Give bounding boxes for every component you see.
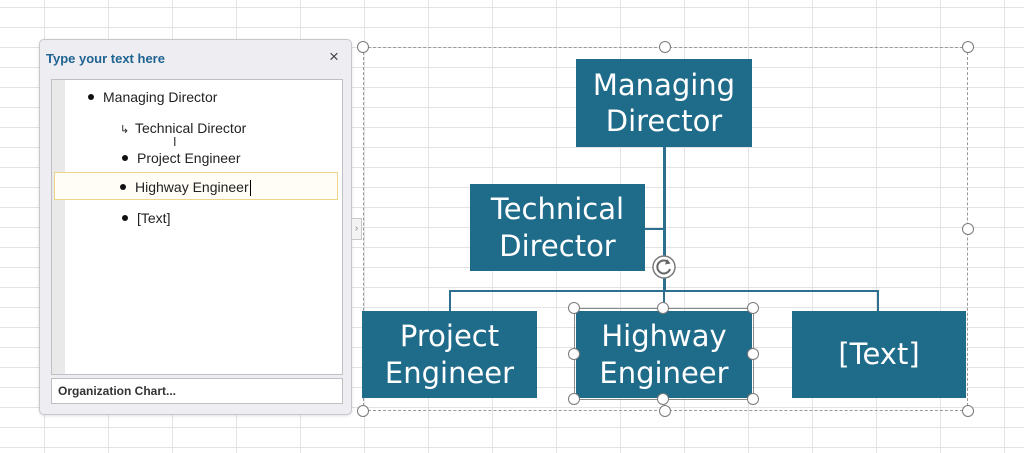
list-item-highway-engineer[interactable]: Highway Engineer <box>54 172 338 200</box>
box-technical-director[interactable]: Technical Director <box>470 184 645 271</box>
bullet-icon <box>122 155 128 162</box>
box-label-line: Engineer <box>599 355 729 390</box>
box-handle-left[interactable] <box>568 348 580 360</box>
list-item-text: Managing Director <box>103 89 218 105</box>
box-handle-top-right[interactable] <box>747 302 759 314</box>
pane-expander-chevron-icon[interactable]: › <box>352 218 362 240</box>
pane-title: Type your text here <box>46 51 165 66</box>
box-label-line: Director <box>499 228 616 263</box>
box-label-line: Managing <box>592 67 736 102</box>
list-item-text: Technical Director <box>135 120 247 136</box>
box-handle-bottom-left[interactable] <box>568 393 580 405</box>
resize-handle-top[interactable] <box>659 41 671 53</box>
text-pane-list[interactable]: Managing Director ↳ Technical Director Pr… <box>51 79 343 375</box>
resize-handle-bottom-right[interactable] <box>962 405 974 417</box>
list-item-text: Highway Engineer <box>135 179 249 195</box>
selection-outline <box>574 308 754 400</box>
box-text-placeholder[interactable]: [Text] <box>792 311 966 398</box>
box-label-line: Highway <box>601 319 727 354</box>
pane-gutter <box>52 80 65 374</box>
connector-highway <box>663 290 665 311</box>
list-item-technical-director[interactable]: ↳ Technical Director <box>120 118 246 138</box>
box-label-line: Director <box>605 104 723 138</box>
box-handle-right[interactable] <box>747 348 759 360</box>
resize-handle-bottom[interactable] <box>659 405 671 417</box>
box-label-line: Engineer <box>384 355 515 390</box>
box-label-line: [Text] <box>838 337 920 372</box>
list-item-text-placeholder[interactable]: [Text] <box>122 208 170 228</box>
rotate-handle-icon[interactable] <box>651 254 677 280</box>
connector-text <box>877 290 879 311</box>
list-item-text: Project Engineer <box>137 150 241 166</box>
smartart-text-pane: Type your text here × Managing Director … <box>39 39 352 415</box>
connector-vertical-main <box>663 146 666 292</box>
box-handle-bottom[interactable] <box>657 393 669 405</box>
box-project-engineer[interactable]: Project Engineer <box>362 311 537 398</box>
bullet-icon <box>122 215 128 222</box>
box-managing-director[interactable]: Managing Director <box>576 59 752 147</box>
resize-handle-right[interactable] <box>962 223 974 235</box>
box-label-line: Technical <box>490 192 625 227</box>
connector-assistant <box>645 228 665 230</box>
resize-handle-top-right[interactable] <box>962 41 974 53</box>
bullet-icon <box>120 184 126 191</box>
list-item-managing-director[interactable]: Managing Director <box>88 87 217 107</box>
box-handle-top[interactable] <box>657 302 669 314</box>
box-handle-top-left[interactable] <box>568 302 580 314</box>
bullet-icon <box>88 94 94 101</box>
box-highway-engineer[interactable]: Highway Engineer <box>576 311 752 398</box>
organization-chart-link[interactable]: Organization Chart... <box>51 378 343 404</box>
resize-handle-bottom-left[interactable] <box>357 405 369 417</box>
arrow-bullet-icon: ↳ <box>120 124 130 136</box>
resize-handle-top-left[interactable] <box>357 41 369 53</box>
box-handle-bottom-right[interactable] <box>747 393 759 405</box>
close-icon[interactable]: × <box>329 47 339 66</box>
list-item-project-engineer[interactable]: Project Engineer <box>122 148 241 168</box>
list-item-text: [Text] <box>137 210 171 226</box>
text-caret <box>249 180 251 197</box>
connector-project <box>449 290 451 311</box>
ibeam-cursor-icon: I <box>173 135 177 149</box>
box-label-line: Project <box>399 319 500 354</box>
